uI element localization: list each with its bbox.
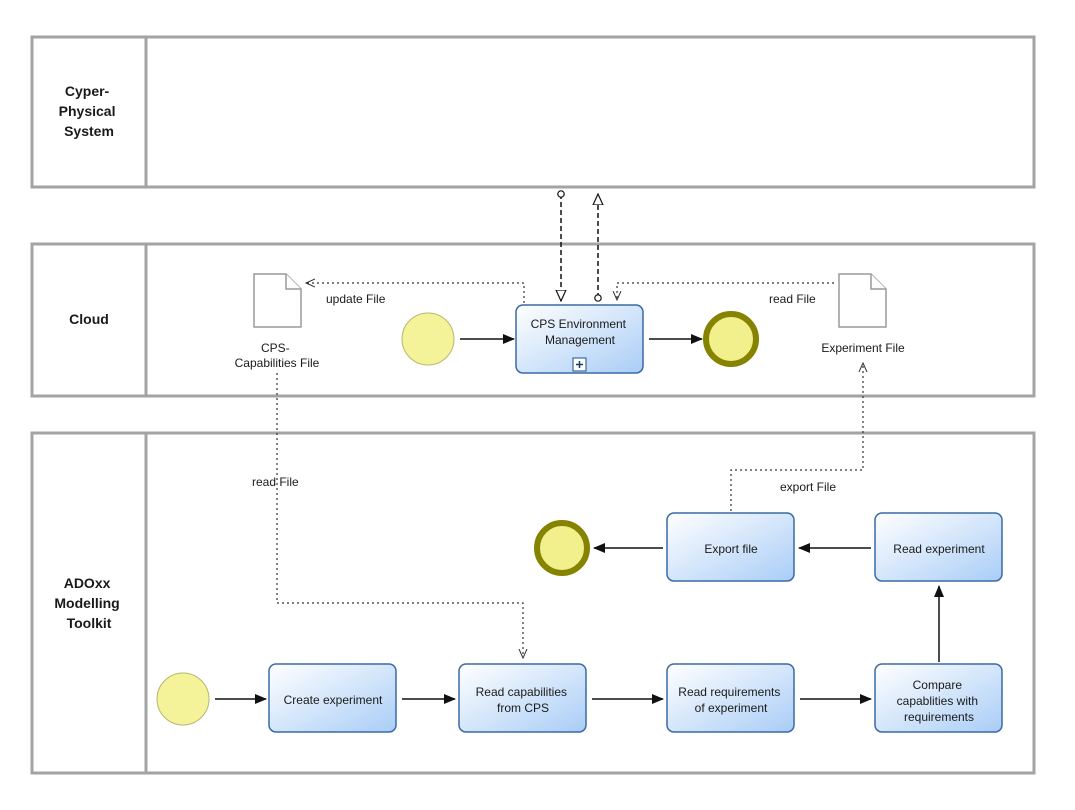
task-box bbox=[268, 663, 397, 733]
task-cps-environment-management[interactable]: CPS Environment Management bbox=[515, 304, 644, 374]
task-box bbox=[515, 304, 644, 374]
label-update-file: update File bbox=[326, 292, 386, 306]
document-label-cps-capabilities: CPS- Capabilities File bbox=[235, 341, 320, 370]
subprocess-plus-icon bbox=[572, 357, 587, 372]
task-box bbox=[874, 663, 1003, 733]
task-read-capabilities-from-cps[interactable]: Read capabilities from CPS bbox=[458, 663, 587, 733]
task-box bbox=[458, 663, 587, 733]
label-export-file: export File bbox=[780, 480, 836, 494]
association-export-file bbox=[730, 363, 863, 511]
task-compare-capabilities-with-requirements[interactable]: Compare capablities with requirements bbox=[874, 663, 1003, 733]
task-label-read-requirements: Read requirements of experiment bbox=[678, 685, 783, 715]
lane-title-cps: Cyper- Physical System bbox=[59, 83, 120, 139]
end-event-adoxx bbox=[534, 520, 590, 576]
task-export-file[interactable]: Export file bbox=[666, 512, 795, 582]
association-update-file bbox=[306, 283, 525, 303]
lane-cyber-physical-system: Cyper- Physical System bbox=[30, 35, 1036, 189]
task-box bbox=[666, 663, 795, 733]
document-fold bbox=[285, 274, 301, 290]
document-label-experiment-file: Experiment File bbox=[821, 341, 905, 355]
document-experiment-file: Experiment File bbox=[821, 273, 905, 355]
end-event-cloud bbox=[703, 311, 759, 367]
task-label-compare: Compare capablities with requirements bbox=[897, 678, 982, 724]
task-label-read-experiment: Read experiment bbox=[893, 542, 985, 556]
label-read-file-adoxx: read File bbox=[252, 475, 299, 489]
task-box bbox=[874, 512, 1003, 582]
task-read-requirements-of-experiment[interactable]: Read requirements of experiment bbox=[666, 663, 795, 733]
document-cps-capabilities-file: CPS- Capabilities File bbox=[235, 273, 320, 370]
task-create-experiment[interactable]: Create experiment bbox=[268, 663, 397, 733]
task-label-cps-env: CPS Environment Management bbox=[531, 317, 630, 347]
document-fold bbox=[870, 274, 886, 290]
task-read-experiment[interactable]: Read experiment bbox=[874, 512, 1003, 582]
start-event-adoxx bbox=[156, 672, 210, 726]
task-box bbox=[666, 512, 795, 582]
task-label-create-experiment: Create experiment bbox=[284, 693, 383, 707]
association-read-file-adoxx bbox=[276, 373, 523, 658]
label-read-file-cloud: read File bbox=[769, 292, 816, 306]
start-event-cloud bbox=[401, 312, 455, 366]
task-label-export-file: Export file bbox=[704, 542, 758, 556]
association-read-file-cloud bbox=[617, 282, 834, 300]
task-label-read-capabilities: Read capabilities from CPS bbox=[476, 685, 571, 715]
lane-title-cloud: Cloud bbox=[69, 311, 109, 327]
lane-title-adoxx: ADOxx Modelling Toolkit bbox=[54, 575, 123, 631]
